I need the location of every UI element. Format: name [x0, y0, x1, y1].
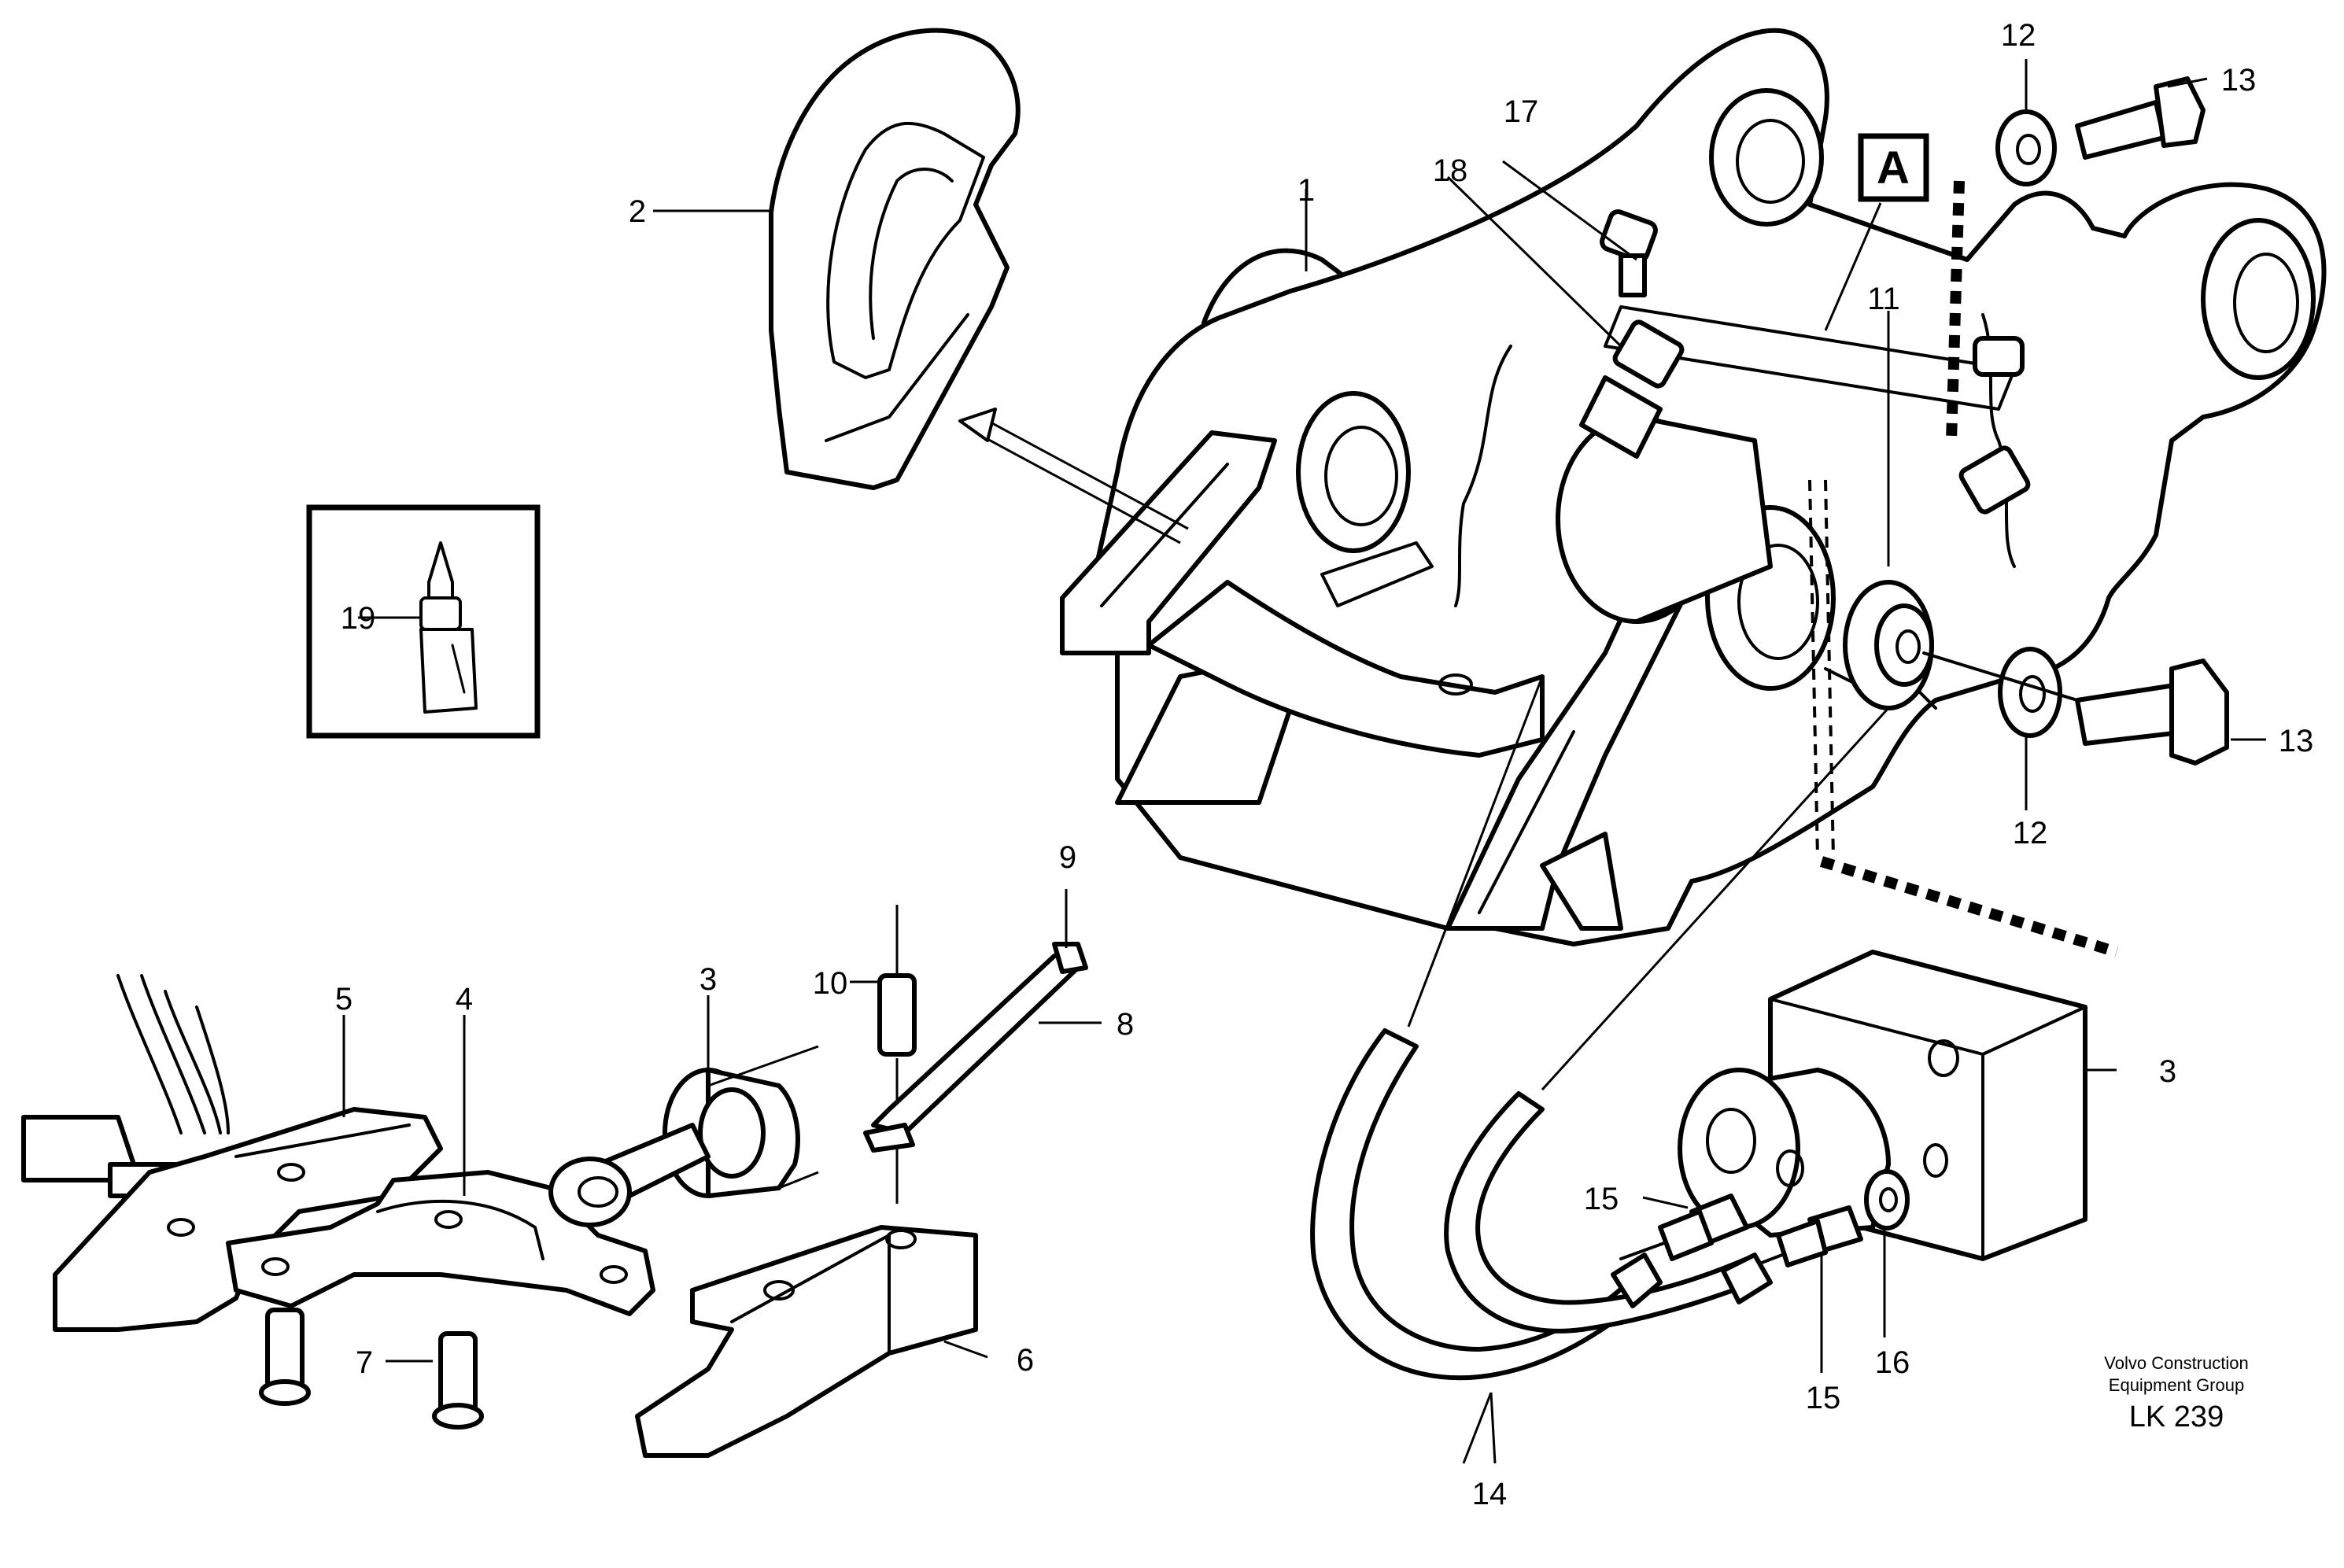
adapter-part-15a [1619, 1194, 1749, 1261]
callout-6: 6 [1017, 1343, 1034, 1378]
washer-part-12-lower [1998, 647, 2062, 738]
hydraulic-fitting-18 [1579, 319, 2031, 515]
callout-1: 1 [1298, 173, 1315, 208]
callout-2: 2 [629, 194, 646, 229]
callout-3-right: 3 [2159, 1054, 2176, 1089]
hose-assembly-part-14 [1310, 1028, 1773, 1464]
drawing-code: LK 239 [2129, 1400, 2224, 1433]
adapter-part-15b [1729, 1205, 1863, 1276]
callout-3-lower: 3 [700, 962, 717, 997]
seal-washer-part-16 [1864, 1169, 1910, 1230]
callout-13-lower: 13 [2279, 724, 2314, 758]
valve-block-part-3 [1678, 950, 2087, 1261]
callout-11: 11 [1867, 282, 1900, 316]
callout-14: 14 [1472, 1477, 1508, 1511]
pin-part-7a [259, 1308, 311, 1406]
washer-part-12-top [1995, 109, 2057, 186]
detail-a-marker: A [1824, 133, 1929, 331]
hydraulic-fitting-17 [1600, 209, 2025, 377]
callout-16: 16 [1875, 1345, 1910, 1380]
callout-4: 4 [456, 982, 473, 1016]
linkage-plate-part-4 [226, 1170, 655, 1316]
hook-cover-plate [769, 28, 1021, 490]
grease-line-part-8 [863, 942, 1088, 1153]
callout-leaders [342, 59, 2266, 1373]
callout-5: 5 [335, 982, 353, 1016]
callout-15-lower: 15 [1806, 1381, 1841, 1415]
adhesive-inset-box [306, 504, 541, 739]
bushing-part-11 [1843, 580, 2079, 710]
callout-13-top: 13 [2221, 63, 2257, 98]
callout-labels: 1 2 17 18 11 12 13 12 13 19 5 4 3 9 8 10… [335, 18, 2313, 1511]
callout-12-lower: 12 [2013, 816, 2048, 850]
callout-9: 9 [1059, 840, 1076, 875]
callout-10: 10 [813, 966, 848, 1001]
bolt-part-13-top [2075, 76, 2206, 160]
quick-coupler-frame [1060, 28, 2327, 946]
publisher-credit: Volvo Construction Equipment Group LK 23… [2104, 1353, 2248, 1433]
pin-part-7b [432, 1331, 484, 1430]
lower-jaw-part-6 [635, 1225, 978, 1458]
callout-8: 8 [1117, 1007, 1134, 1042]
callout-7: 7 [356, 1345, 373, 1380]
detail-a-label: A [1877, 142, 1910, 194]
dashed-reference-lines [1808, 180, 2119, 957]
hydraulic-cylinder-part-3 [548, 1045, 819, 1227]
direction-arrow [958, 408, 1189, 544]
callout-12-top: 12 [2001, 18, 2036, 53]
credit-line-2: Equipment Group [2109, 1375, 2244, 1395]
callout-15-left: 15 [1584, 1182, 1619, 1216]
credit-line-1: Volvo Construction [2104, 1353, 2248, 1373]
callout-18: 18 [1433, 153, 1468, 188]
bolt-part-13-lower [2075, 659, 2229, 766]
lower-hook-part-5 [53, 1107, 443, 1332]
sleeve-part-10 [877, 905, 917, 1204]
callout-17: 17 [1504, 94, 1539, 129]
callout-19: 19 [341, 601, 376, 636]
